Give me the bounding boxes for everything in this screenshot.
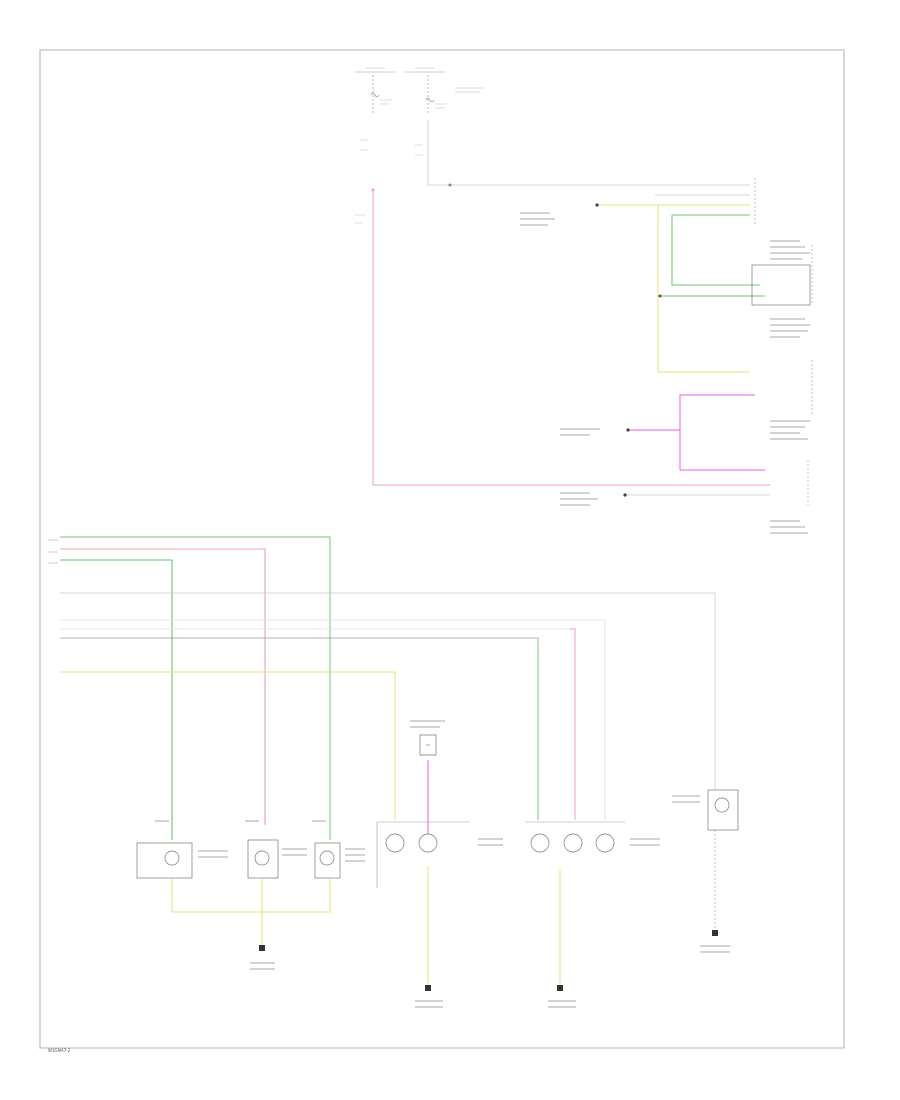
fuse-block: [355, 67, 485, 224]
license-lamp: [707, 789, 739, 936]
left-bus: [48, 536, 716, 840]
lamp-center-group: [376, 734, 470, 991]
lamp-right-group: [525, 821, 625, 991]
diagram-frame: [39, 49, 845, 1049]
lamp-left-group: [136, 839, 341, 951]
upper-wiring: [371, 120, 813, 505]
footer-code: W3GMA7-2: [48, 1048, 71, 1053]
label-marks: [155, 212, 810, 1008]
wire-red-main: [372, 190, 770, 486]
wire-gray-feed: [427, 120, 750, 186]
